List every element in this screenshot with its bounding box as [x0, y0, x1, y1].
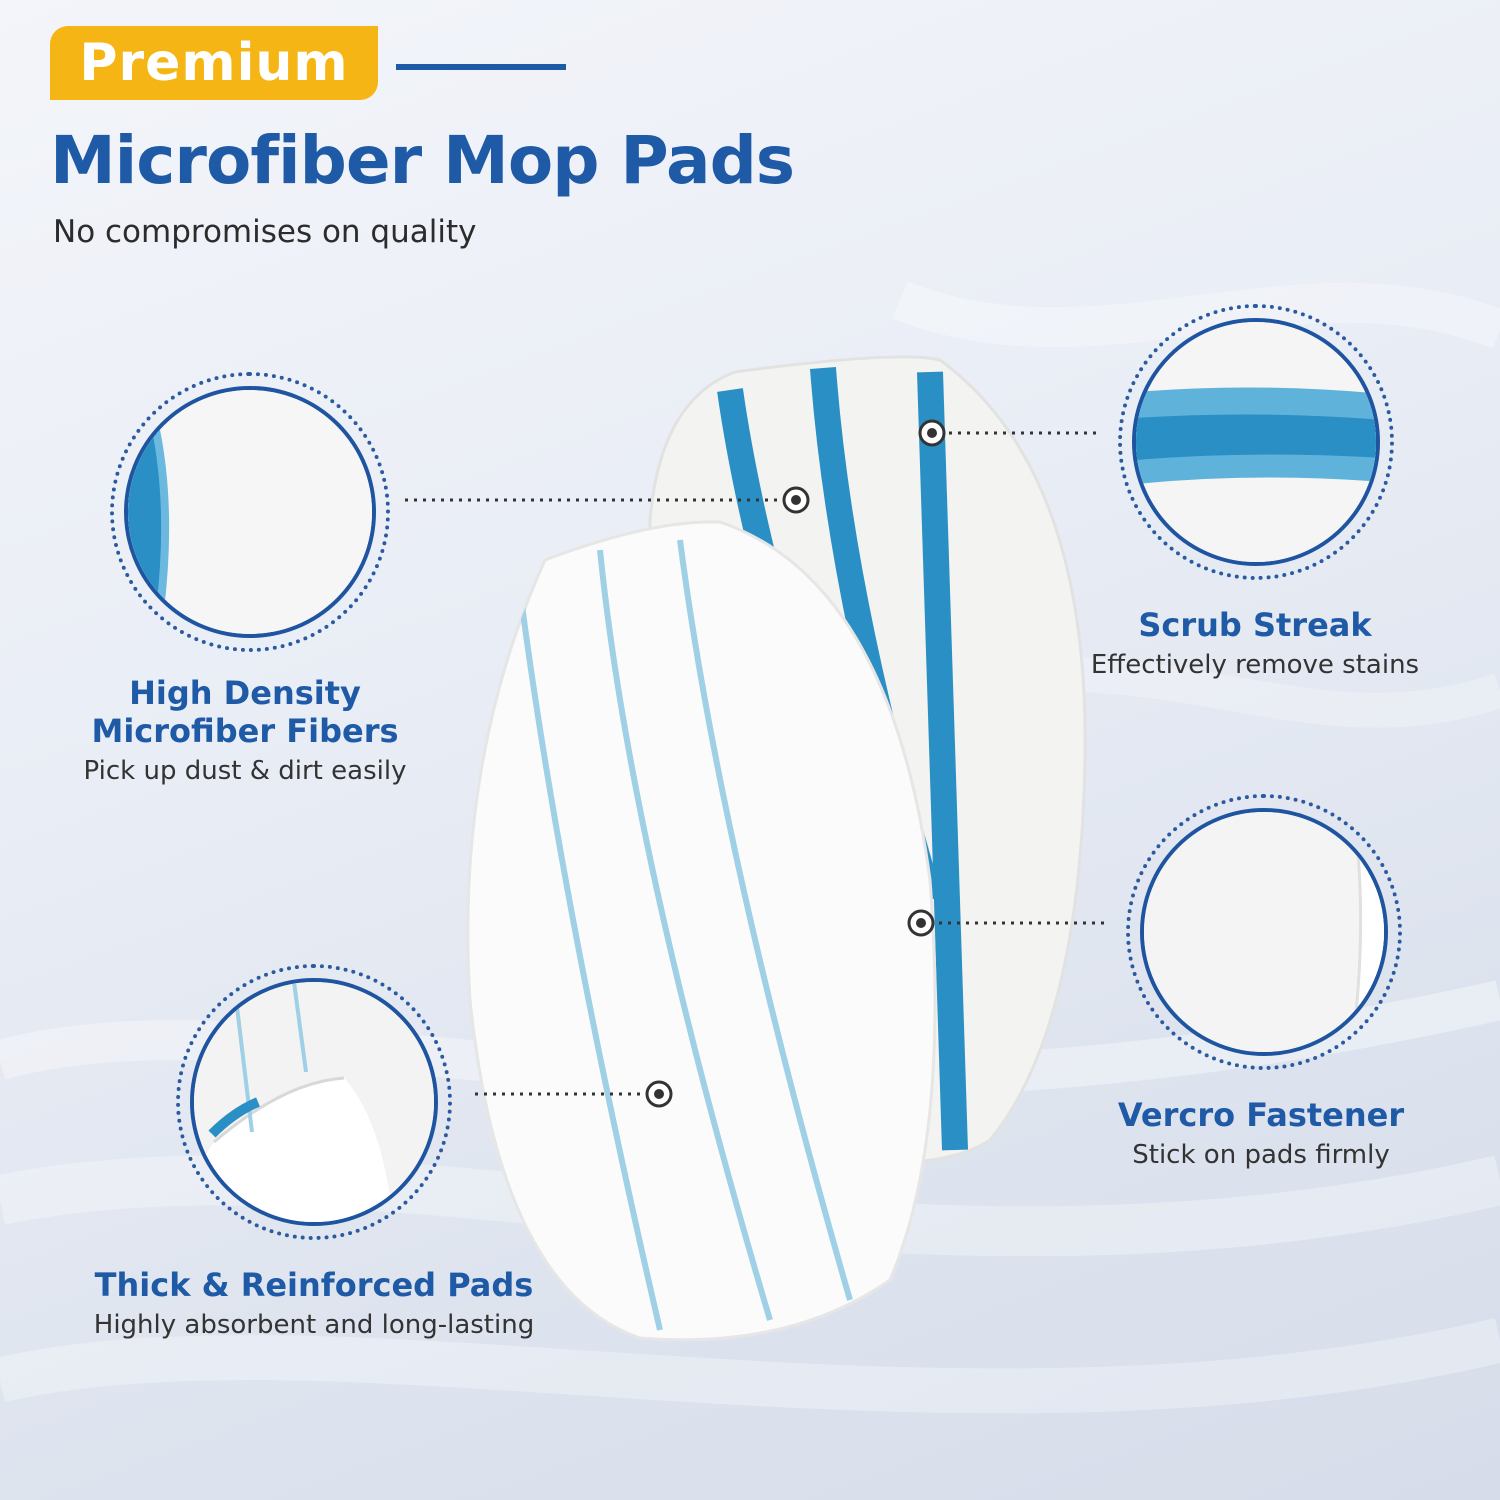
- feature-thick-reinforced: Thick & Reinforced Pads Highly absorbent…: [64, 1266, 564, 1342]
- scrub-streak-closeup: [1132, 318, 1380, 566]
- feature-description: Pick up dust & dirt easily: [83, 756, 407, 786]
- feature-high-density: High Density Microfiber Fibers Pick up d…: [60, 674, 430, 788]
- reinforced-edge-closeup: [190, 978, 438, 1226]
- feature-heading-line2: Microfiber Fibers: [91, 712, 399, 750]
- zoom-circle-reinforced: [176, 964, 452, 1240]
- premium-badge: Premium: [50, 26, 378, 100]
- callout-pointer: [475, 1080, 673, 1108]
- reinforced-texture-graphic: [194, 982, 434, 1222]
- microfiber-texture-closeup: [124, 386, 376, 638]
- light-stripe: [517, 589, 663, 1331]
- page-title: Microfiber Mop Pads: [50, 122, 795, 199]
- zoom-circle-microfiber: [110, 372, 390, 652]
- callout-pointer: [405, 486, 810, 514]
- feature-scrub-streak: Scrub Streak Effectively remove stains: [1070, 606, 1440, 682]
- feature-heading-line1: High Density: [129, 674, 361, 712]
- fiber-texture-graphic: [128, 390, 372, 634]
- light-stripe: [677, 539, 853, 1301]
- fastener-closeup: [1140, 808, 1388, 1056]
- feature-heading: Thick & Reinforced Pads: [94, 1266, 534, 1304]
- feature-heading: Scrub Streak: [1138, 606, 1372, 644]
- callout-pointer: [918, 419, 1100, 447]
- premium-badge-label: Premium: [79, 33, 349, 93]
- zoom-circle-fastener: [1126, 794, 1402, 1070]
- feature-heading: Vercro Fastener: [1117, 1096, 1405, 1134]
- feature-description: Stick on pads firmly: [1132, 1140, 1390, 1170]
- feature-vercro-fastener: Vercro Fastener Stick on pads firmly: [1076, 1096, 1446, 1172]
- page-subtitle: No compromises on quality: [53, 214, 477, 250]
- zoom-circle-scrub: [1118, 304, 1394, 580]
- light-stripe: [597, 549, 773, 1321]
- fastener-texture-graphic: [1144, 812, 1384, 1052]
- scrub-texture-graphic: [1136, 322, 1376, 562]
- feature-description: Highly absorbent and long-lasting: [93, 1310, 535, 1340]
- scrub-stripe: [917, 371, 968, 1151]
- feature-description: Effectively remove stains: [1090, 650, 1420, 680]
- header-rule: [396, 64, 566, 70]
- callout-pointer: [907, 909, 1108, 937]
- front-mop-pad: [466, 520, 937, 1342]
